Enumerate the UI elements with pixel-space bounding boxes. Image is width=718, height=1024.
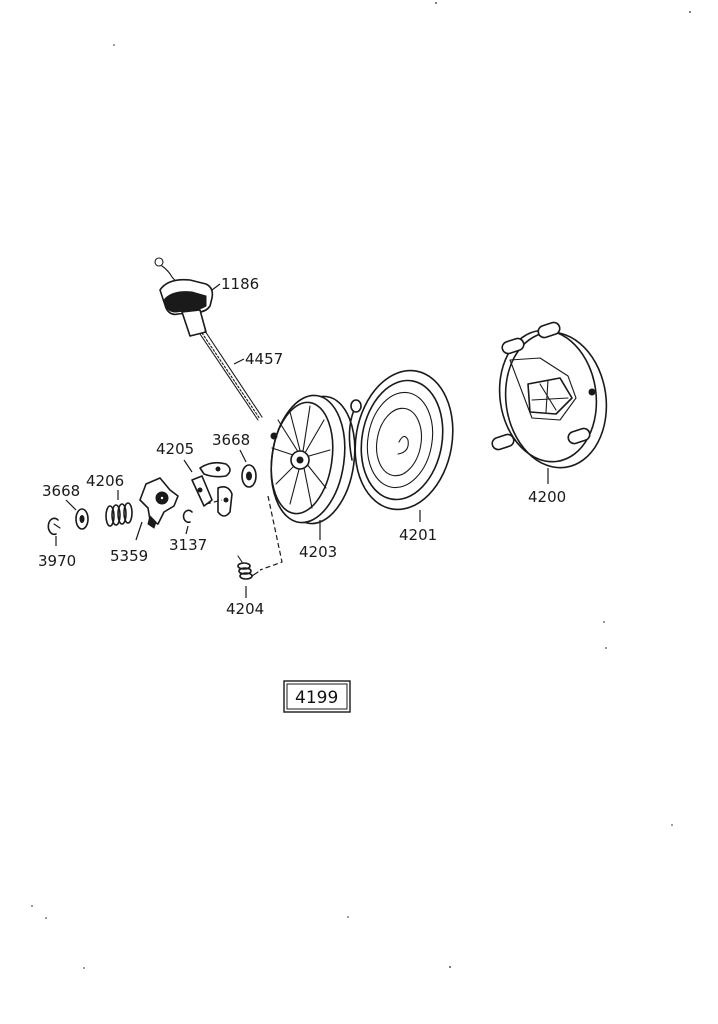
part-3137-circlip: 3137 xyxy=(169,509,207,554)
label-4200: 4200 xyxy=(528,488,566,506)
label-4204: 4204 xyxy=(226,600,264,618)
part-4205-pawl: 4205 xyxy=(156,440,233,517)
label-4457: 4457 xyxy=(245,350,283,368)
label-4201: 4201 xyxy=(399,526,437,544)
label-3970: 3970 xyxy=(38,552,76,570)
label-4205: 4205 xyxy=(156,440,194,458)
part-4200-starter-housing: 4200 xyxy=(491,321,608,506)
label-3668-left: 3668 xyxy=(42,482,80,500)
part-3668-washer-left: 3668 xyxy=(42,482,89,530)
label-1186: 1186 xyxy=(221,275,259,293)
figure-number-box: 4199 xyxy=(283,680,351,713)
label-4206: 4206 xyxy=(86,472,124,490)
label-4203: 4203 xyxy=(299,543,337,561)
part-4201-recoil-spring: 4201 xyxy=(348,369,454,544)
part-4457-cord: 4457 xyxy=(199,330,283,421)
part-3668-washer-top: 3668 xyxy=(212,431,257,488)
part-4204-small-spring: 4204 xyxy=(226,555,264,618)
assembly-guide-4204 xyxy=(259,495,283,571)
scan-specks xyxy=(31,2,691,969)
figure-number: 4199 xyxy=(295,688,338,708)
label-5359: 5359 xyxy=(110,547,148,565)
part-3970-retaining-clip: 3970 xyxy=(38,517,76,570)
part-5359-drive-plate: 5359 xyxy=(110,477,179,565)
label-3668-top: 3668 xyxy=(212,431,250,449)
part-4206-coil-spring: 4206 xyxy=(86,472,133,527)
part-1186-pull-handle: 1186 xyxy=(154,257,259,337)
part-4203-pulley: 4203 xyxy=(270,394,356,561)
label-3137: 3137 xyxy=(169,536,207,554)
